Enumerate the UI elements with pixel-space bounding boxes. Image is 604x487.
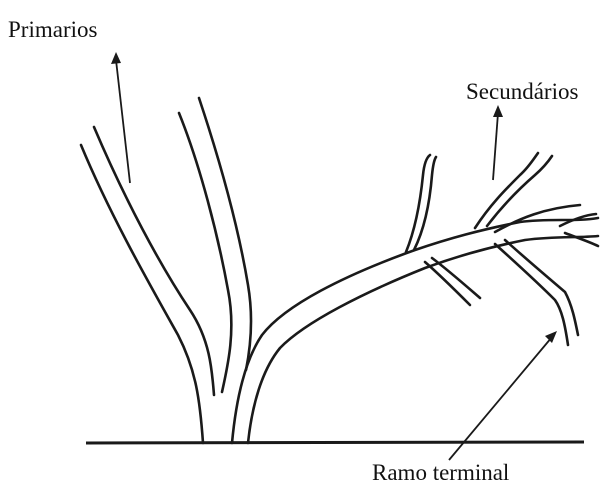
lateral-shoots [425, 240, 578, 345]
label-ramo-terminal: Ramo terminal [372, 461, 509, 484]
primary-branch-left [81, 127, 214, 443]
label-primarios: Primarios [8, 18, 97, 41]
main-arm [232, 218, 598, 443]
label-secundarios: Secundários [466, 80, 578, 103]
ground-line [86, 442, 584, 443]
arrow-secundarios [493, 105, 503, 180]
primary-branch-middle [179, 98, 251, 392]
arrow-primarios [111, 52, 130, 183]
